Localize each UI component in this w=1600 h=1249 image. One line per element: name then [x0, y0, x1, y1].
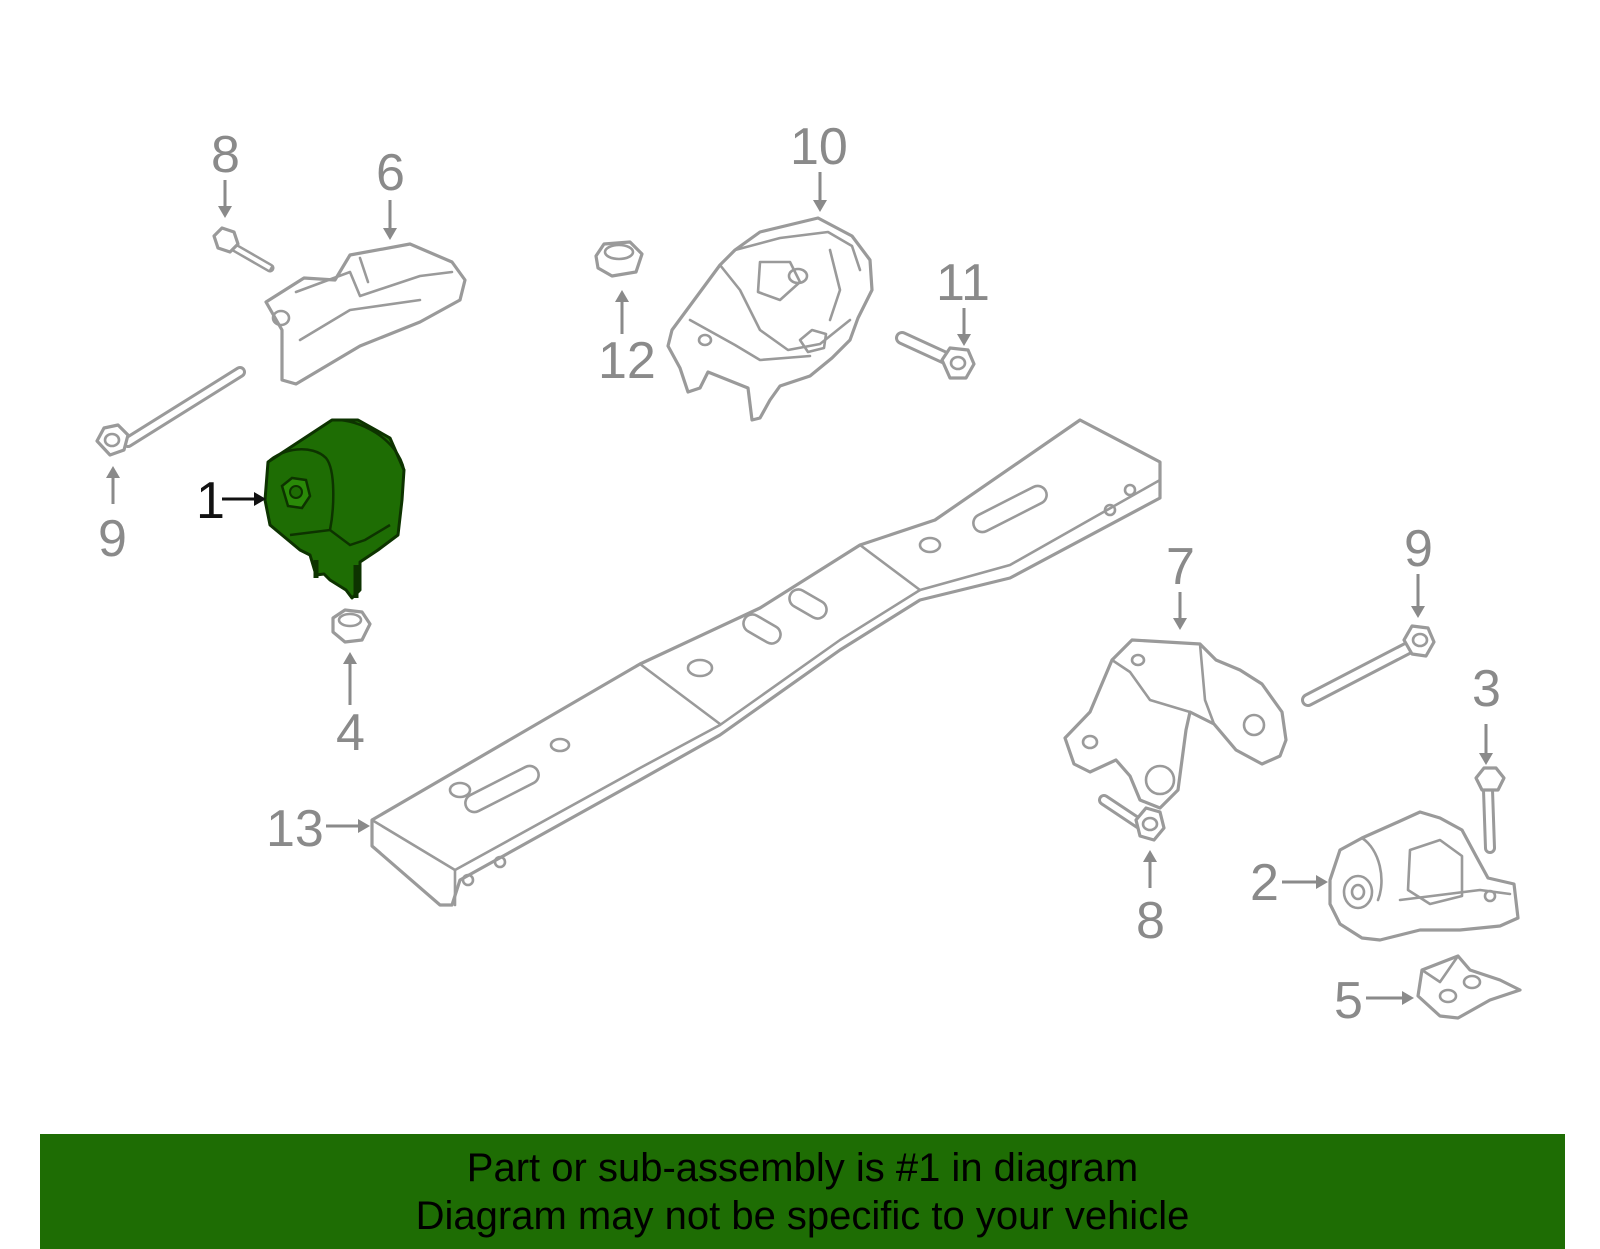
part-13-crossmember[interactable] [370, 418, 1162, 907]
part-8-bolt-upper[interactable] [212, 226, 275, 273]
banner-line-2: Diagram may not be specific to your vehi… [415, 1193, 1190, 1238]
part-4-nut[interactable] [331, 608, 372, 644]
callout-arrows [106, 172, 1493, 1005]
callout-5[interactable]: 5 [1334, 972, 1363, 1030]
info-banner: Part or sub-assembly is #1 in diagram Di… [40, 1134, 1565, 1249]
part-5-plate[interactable] [1416, 954, 1522, 1020]
callout-8-upper[interactable]: 8 [211, 126, 240, 184]
part-8-bolt-lower[interactable] [1098, 794, 1166, 842]
callout-labels: 1 2 3 4 5 6 7 8 8 9 9 10 11 12 13 [98, 118, 1501, 1030]
part-9-bolt-left[interactable] [95, 366, 246, 457]
callout-1[interactable]: 1 [196, 472, 225, 530]
callout-13[interactable]: 13 [266, 800, 324, 858]
part-7-bracket[interactable] [1063, 638, 1288, 810]
part-3-bolt[interactable] [1474, 766, 1506, 854]
part-9-bolt-right[interactable] [1301, 624, 1436, 707]
parts-diagram: 1 2 3 4 5 6 7 8 8 9 9 10 11 12 13 [95, 118, 1522, 1030]
callout-7[interactable]: 7 [1166, 538, 1195, 596]
callout-9-right[interactable]: 9 [1404, 520, 1433, 578]
callout-8-lower[interactable]: 8 [1136, 892, 1165, 950]
part-2-mount[interactable] [1328, 810, 1520, 942]
part-1-engine-mount-highlighted[interactable] [263, 418, 406, 600]
callout-12[interactable]: 12 [598, 332, 656, 390]
part-6-bracket[interactable] [264, 242, 467, 386]
callout-6[interactable]: 6 [376, 144, 405, 202]
part-10-bracket[interactable] [666, 216, 874, 422]
callout-10[interactable]: 10 [790, 118, 848, 176]
callout-2[interactable]: 2 [1250, 854, 1279, 912]
callout-4[interactable]: 4 [336, 704, 365, 762]
banner-line-1: Part or sub-assembly is #1 in diagram [466, 1145, 1139, 1190]
part-12-nut[interactable] [594, 240, 644, 278]
callout-9-left[interactable]: 9 [98, 510, 127, 568]
callout-3[interactable]: 3 [1472, 660, 1501, 718]
part-11-bolt[interactable] [895, 331, 976, 380]
callout-11[interactable]: 11 [936, 254, 990, 312]
